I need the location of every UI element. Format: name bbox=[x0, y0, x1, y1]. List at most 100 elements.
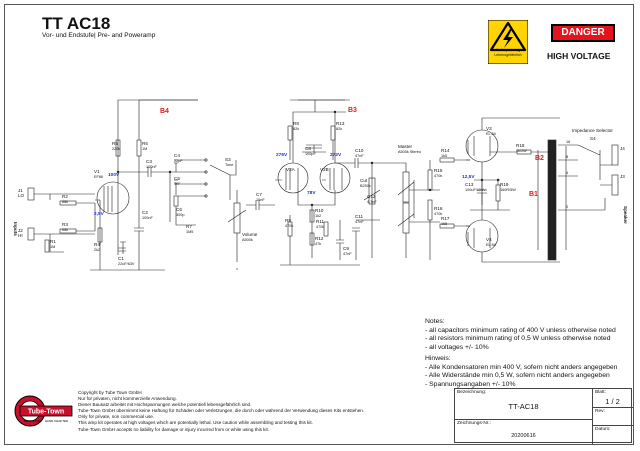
voltage-v2b-plate: 272V bbox=[330, 152, 342, 158]
warning-sign-text: Hochspannung Lebensgefährlich bbox=[489, 48, 527, 57]
legal-line: Tube-Town GmbH übernimmt keine Haftung f… bbox=[78, 408, 365, 414]
component-r11-value: 470k bbox=[316, 225, 324, 229]
tap-4: 4 bbox=[566, 171, 568, 175]
component-r4-value: 2k2 bbox=[94, 248, 100, 252]
legal-line: Tube-Town GmbH accepts no liability for … bbox=[78, 426, 270, 432]
tap-8: 8 bbox=[566, 155, 568, 159]
component-j3-ref: J3 bbox=[620, 174, 625, 179]
component-r4-ref: R4 bbox=[94, 242, 100, 247]
danger-label: DANGER bbox=[561, 27, 605, 38]
component-v1-ref: V1 bbox=[94, 169, 100, 174]
hinweis-heading: Hinweis: bbox=[425, 355, 451, 362]
component-v2b-ref: V2B bbox=[320, 167, 329, 172]
component-c2-value: 100nF bbox=[142, 216, 153, 220]
component-r2-ref: R2 bbox=[62, 194, 68, 199]
rail-b1-label: B1 bbox=[529, 191, 538, 198]
component-s4-ref: S4 bbox=[590, 136, 596, 141]
notes-line: - all resistors minimum rating of 0,5 W … bbox=[425, 335, 611, 342]
component-r7-value: 1M5 bbox=[186, 230, 193, 234]
component-r12-value: 47k bbox=[315, 242, 321, 246]
component-r1-value: 1M bbox=[50, 245, 55, 249]
legal-line: Only for private, non commercial use. bbox=[78, 414, 155, 420]
component-r7-ref: R7 bbox=[186, 224, 192, 229]
hinweis-line: - Alle Kondensatoren min 400 V, sofern n… bbox=[425, 363, 618, 371]
legal-line: Dieser Bausatz arbeitet mit Hochspannung… bbox=[78, 402, 252, 408]
voltage-v2a-plate: 276V bbox=[276, 152, 288, 158]
component-c2-ref: C2 bbox=[142, 210, 148, 215]
component-j4-ref: J4 bbox=[620, 146, 625, 151]
component-j1-ref: J1 bbox=[18, 188, 23, 193]
legal-line: Nur für privaten, nicht kommerzielle Anw… bbox=[78, 396, 177, 402]
component-r17-value: 1k5 bbox=[441, 222, 447, 226]
component-r6-ref: R6 bbox=[142, 141, 148, 146]
component-r8-ref: R8 bbox=[293, 121, 299, 126]
component-c8-ref: C8 bbox=[305, 146, 311, 151]
component-c13-ref: C13 bbox=[465, 182, 474, 187]
component-r2-value: 68k bbox=[62, 200, 68, 204]
component-cut-ref: Cut bbox=[360, 178, 368, 183]
component-v4-ref: V4 bbox=[486, 237, 492, 242]
component-r11-ref: R11 bbox=[316, 219, 325, 224]
voltage-v1-plate: 100V bbox=[108, 172, 120, 178]
component-s3-ref: S3 bbox=[225, 157, 231, 162]
component-c10-ref: C10 bbox=[355, 148, 364, 153]
sheet-border bbox=[4, 4, 634, 445]
component-c4-ref: C4 bbox=[174, 153, 180, 158]
component-volume-value: A500k bbox=[242, 238, 253, 242]
inputs-label: Inputs bbox=[13, 222, 18, 236]
component-r19-value: 160R/5W bbox=[500, 188, 516, 192]
component-s3-value: Tone bbox=[225, 163, 233, 167]
blatt-value: 1 / 2 bbox=[605, 397, 620, 406]
component-master-value: A500k Stereo bbox=[398, 150, 421, 154]
component-r12-ref: R12 bbox=[315, 236, 324, 241]
logo-text: Tube-Town bbox=[28, 409, 64, 416]
danger-badge bbox=[551, 24, 615, 42]
component-r10-ref: R10 bbox=[315, 208, 324, 213]
jack-j4-icon bbox=[611, 144, 619, 166]
component-r15-value: 470k bbox=[434, 174, 442, 178]
component-c6-value: 300p bbox=[176, 213, 184, 217]
datum-label: Datum: bbox=[595, 427, 611, 432]
bezeichnung-value: TT-AC18 bbox=[508, 402, 539, 411]
volume-pot-icon bbox=[233, 202, 241, 234]
legal-line: This amp kit operates at high voltages w… bbox=[78, 420, 313, 426]
component-c7-ref: C7 bbox=[256, 192, 262, 197]
hinweis-line: - Spannungsangaben +/- 10% bbox=[425, 380, 516, 388]
component-v1-value: EF86 bbox=[94, 175, 103, 179]
jack-j3-icon bbox=[611, 174, 619, 196]
zeichnungs-label: Zeichnungs-Nr.: bbox=[457, 421, 491, 426]
component-c1-ref: C1 bbox=[118, 256, 124, 261]
component-r3-value: 68k bbox=[62, 228, 68, 232]
rev-label: Rev: bbox=[595, 409, 605, 414]
speaker-label: Speaker bbox=[623, 206, 628, 224]
component-r3-ref: R3 bbox=[62, 222, 68, 227]
component-r5-value: 220k bbox=[112, 147, 120, 151]
component-r6-value: 1M bbox=[142, 147, 147, 151]
component-lo-ref: LO bbox=[18, 193, 25, 198]
component-v3-ref: V3 bbox=[486, 126, 492, 131]
bezeichnung-label: Bezeichnung: bbox=[457, 390, 487, 395]
component-c5-value: 1nF bbox=[174, 182, 181, 186]
component-c4-value: 22pF bbox=[174, 159, 183, 163]
component-c11-value: 47nF bbox=[355, 220, 364, 224]
notes-heading: Notes: bbox=[425, 318, 445, 325]
sheet-title: TT AC18 bbox=[42, 14, 111, 33]
hinweis-block: Hinweis: - Alle Kondensatoren min 400 V,… bbox=[425, 355, 617, 389]
voltage-v1-cathode: 2,5V bbox=[94, 211, 105, 217]
component-hi-ref: HI bbox=[18, 233, 23, 238]
high-voltage-warning-icon bbox=[488, 20, 528, 64]
tap-16: 16 bbox=[566, 140, 570, 144]
component-volume-ref: Volume bbox=[242, 232, 258, 237]
legal-text: Copyright by Tube Town GmbH Nur für priv… bbox=[78, 390, 364, 433]
component-r8-value: 82k bbox=[293, 127, 299, 131]
component-c3-ref: C3 bbox=[146, 159, 152, 164]
component-r16-ref: R16 bbox=[434, 206, 443, 211]
component-labels: J1LOJ2HIR268kR368kR11MV1EF86R5220kR61MR4… bbox=[18, 121, 625, 266]
rail-b4-label: B4 bbox=[160, 108, 169, 115]
jack-j1-icon bbox=[27, 187, 35, 201]
blatt-label: Blatt: bbox=[595, 390, 606, 395]
component-v3-value: EL 84 bbox=[486, 132, 496, 136]
logo-tagline: BEST STUFF · HAND CRAFTED bbox=[24, 419, 69, 423]
